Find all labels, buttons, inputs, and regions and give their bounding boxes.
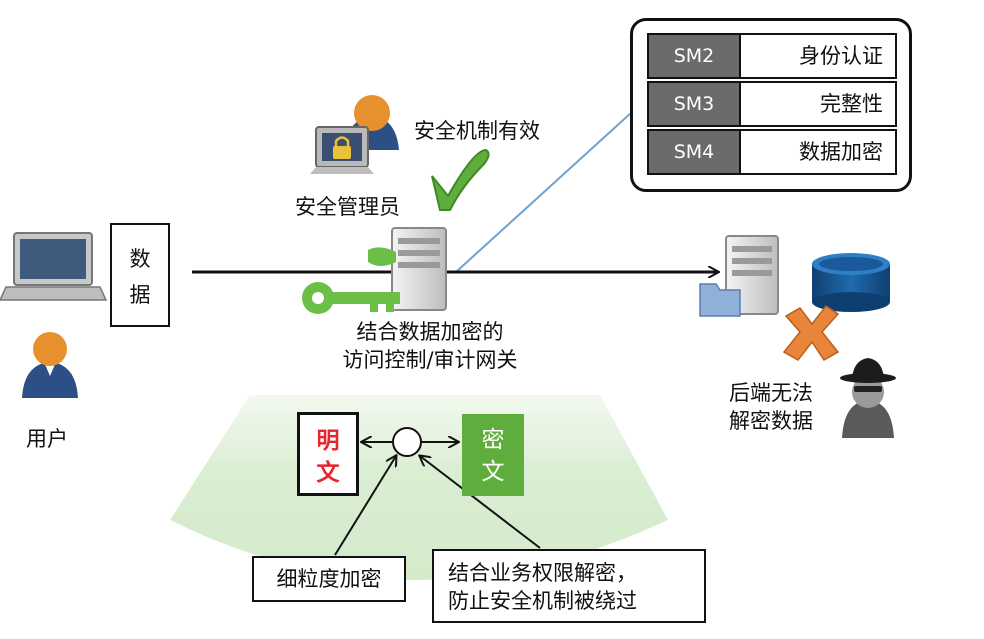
user-label: 用户	[26, 427, 68, 451]
sm-code: SM3	[647, 81, 741, 127]
plaintext-char: 文	[316, 460, 340, 486]
process-sector	[170, 395, 668, 580]
ciphertext-char: 文	[481, 459, 505, 485]
bypass-callout-line: 防止安全机制被绕过	[448, 589, 637, 613]
gateway-label-line: 结合数据加密的	[356, 320, 504, 344]
bypass-callout: 结合业务权限解密， 防止安全机制被绕过	[432, 549, 706, 623]
crypto-algorithm-table: SM2 身份认证 SM3 完整性 SM4 数据加密	[630, 18, 912, 192]
plaintext-char: 明	[316, 428, 340, 454]
folder-icon	[699, 283, 741, 317]
leader-line	[455, 111, 633, 273]
user-person-icon	[22, 332, 78, 398]
data-box-char: 据	[129, 283, 151, 307]
security-manager-icon	[310, 95, 399, 174]
attacker-icon	[840, 358, 896, 438]
sm-code: SM2	[647, 33, 741, 79]
ciphertext-char: 密	[481, 427, 505, 453]
security-status-label: 安全机制有效	[414, 119, 540, 143]
backend-label-line: 后端无法	[729, 381, 813, 405]
bypass-arrow	[420, 456, 541, 549]
sm-row-sm3: SM3 完整性	[647, 81, 897, 127]
sm-row-sm2: SM2 身份认证	[647, 33, 897, 79]
fine-grained-arrow	[334, 456, 396, 556]
sm-function: 完整性	[741, 81, 897, 127]
backend-label-line: 解密数据	[729, 409, 813, 433]
sm-row-sm4: SM4 数据加密	[647, 129, 897, 175]
database-icon	[812, 253, 890, 312]
bypass-callout-line: 结合业务权限解密，	[448, 561, 637, 585]
gateway-label-line: 访问控制/审计网关	[342, 348, 518, 372]
sm-function: 数据加密	[741, 129, 897, 175]
gateway-server-icon	[391, 227, 447, 311]
ciphertext-box: 密 文	[462, 414, 524, 496]
data-box-char: 数	[129, 247, 151, 271]
security-manager-label: 安全管理员	[295, 195, 400, 219]
key-icon	[302, 247, 400, 314]
laptop-icon	[0, 232, 108, 301]
backend-label: 后端无法 解密数据	[716, 379, 826, 435]
sm-function: 身份认证	[741, 33, 897, 79]
conversion-node	[392, 427, 422, 457]
gateway-label: 结合数据加密的 访问控制/审计网关	[320, 318, 540, 374]
cross-icon	[782, 304, 840, 361]
check-icon	[431, 148, 490, 211]
data-box: 数 据	[110, 223, 170, 327]
sm-code: SM4	[647, 129, 741, 175]
fine-grained-callout: 细粒度加密	[252, 556, 406, 602]
plaintext-box: 明 文	[297, 412, 359, 496]
